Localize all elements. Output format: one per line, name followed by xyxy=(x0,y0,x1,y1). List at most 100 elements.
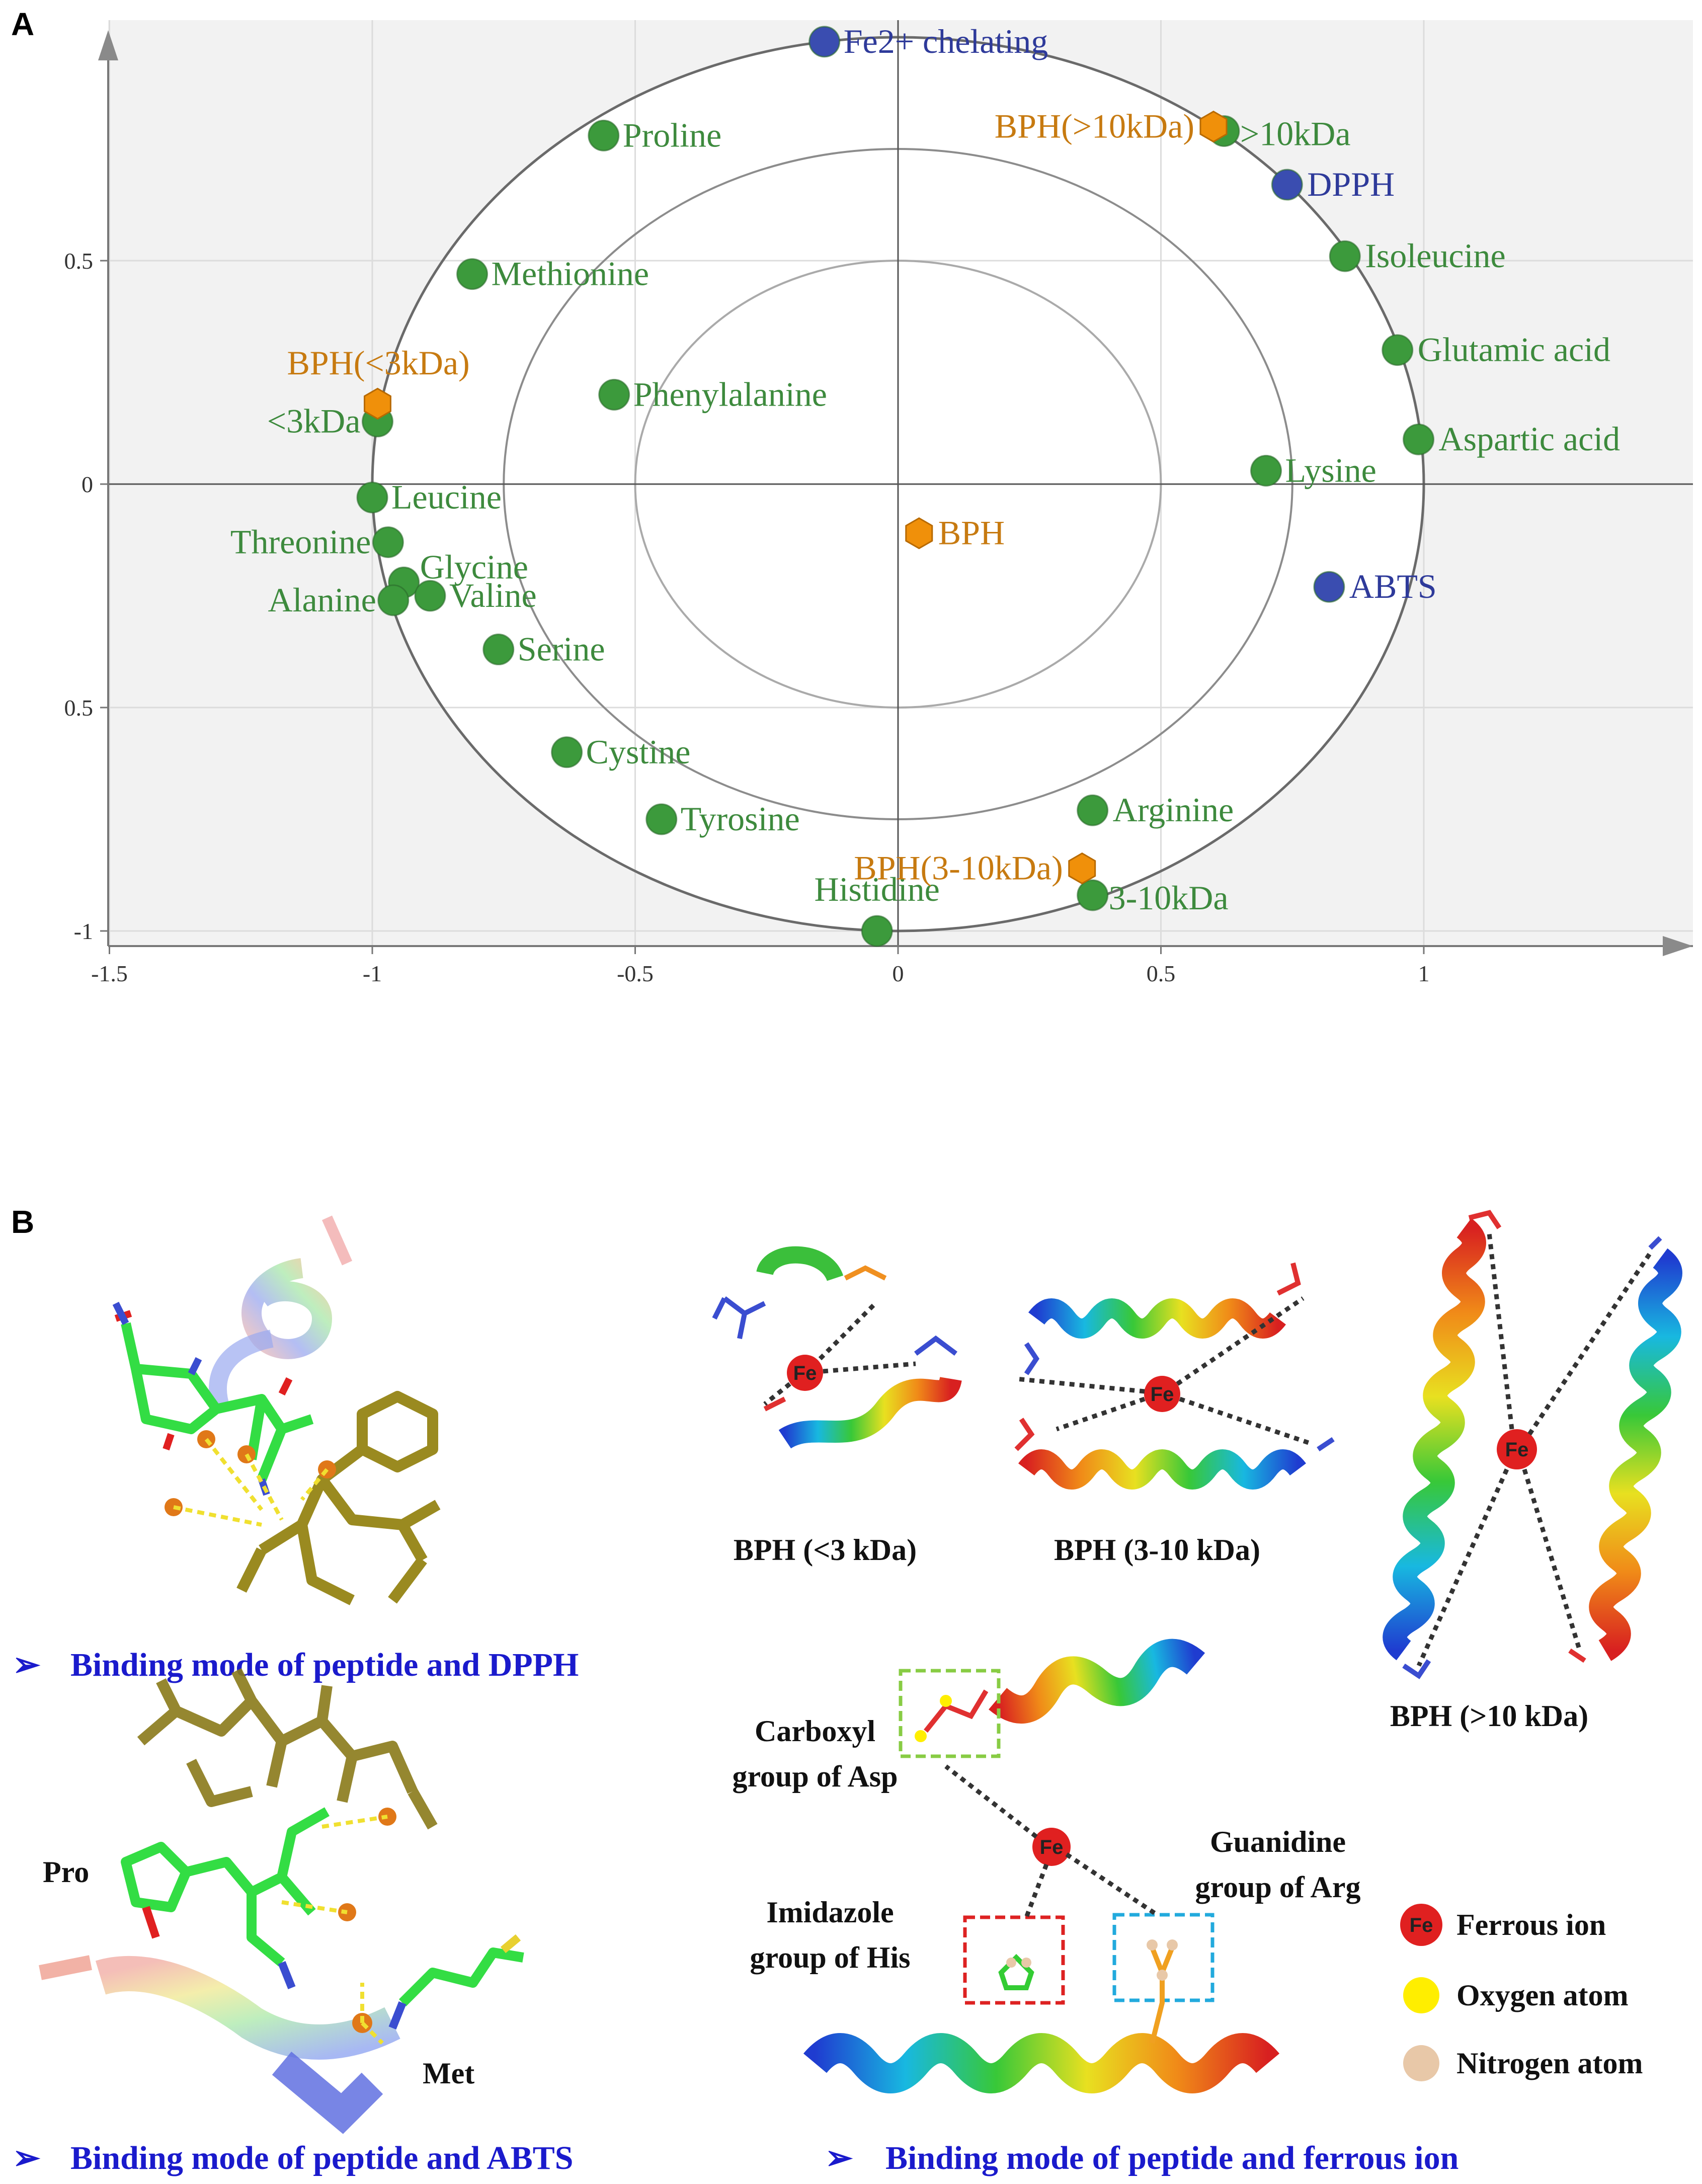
point-marker xyxy=(1077,879,1109,911)
point-label: Glutamic acid xyxy=(1418,331,1610,369)
dpph-binding-structure xyxy=(112,1215,441,1605)
point-marker xyxy=(356,482,388,514)
label-imidazole-2: group of His xyxy=(750,1941,911,1974)
label-met: Met xyxy=(423,2057,474,2090)
point-marker xyxy=(645,803,678,835)
tick-labels: -1.5 -1 -0.5 0 0.5 1 0.5 0 0.5 -1 xyxy=(64,248,1430,986)
y-tick-label: 0 xyxy=(82,472,93,497)
point-label: Fe2+ chelating xyxy=(844,22,1048,60)
point-marker xyxy=(551,736,583,768)
point-label: Tyrosine xyxy=(681,800,800,838)
point-label: Methionine xyxy=(492,255,650,293)
fe-ferrous: Fe xyxy=(1040,1836,1064,1858)
point-label: 3-10kDa xyxy=(1109,879,1229,917)
point-label: Leucine xyxy=(391,478,502,516)
ferrous-binding-structure: Fe xyxy=(803,1639,1280,2093)
label-guanidine-1: Guanidine xyxy=(1210,1825,1346,1858)
label-bph-gt10: BPH (>10 kDa) xyxy=(1390,1699,1588,1733)
abts-binding-structure: Pro Met xyxy=(39,1668,524,2134)
label-imidazole-1: Imidazole xyxy=(766,1896,894,1929)
point-label: DPPH xyxy=(1307,165,1395,203)
y-tick-label: 0.5 xyxy=(64,248,94,274)
y-tick-label: -1 xyxy=(74,918,93,944)
point-marker xyxy=(364,387,391,420)
point-label: Arginine xyxy=(1113,791,1234,829)
plot-background xyxy=(108,20,1693,946)
point-marker xyxy=(905,517,933,550)
label-carboxyl-1: Carboxyl xyxy=(755,1714,875,1748)
point-label: BPH(3-10kDa) xyxy=(854,849,1063,887)
x-tick-label: 0 xyxy=(893,961,904,986)
legend-item-ferrous: Fe Ferrous ion xyxy=(1400,1904,1606,1946)
legend-item-nitrogen: Nitrogen atom xyxy=(1403,2045,1643,2081)
x-tick-label: 1 xyxy=(1418,961,1430,986)
point-label: <3kDa xyxy=(267,402,361,440)
point-label: Cystine xyxy=(586,733,691,771)
point-marker xyxy=(456,258,489,290)
point-label: Proline xyxy=(623,116,721,154)
point-marker xyxy=(1077,794,1109,826)
point-label: Phenylalanine xyxy=(633,375,827,413)
point-label: Isoleucine xyxy=(1365,237,1505,275)
point-marker xyxy=(372,526,404,558)
fe-3-10: Fe xyxy=(1151,1383,1174,1406)
point-marker xyxy=(1271,169,1303,201)
point-label: BPH xyxy=(938,514,1005,552)
point-marker xyxy=(482,634,515,666)
legend-label-nitrogen: Nitrogen atom xyxy=(1456,2047,1643,2080)
point-label: >10kDa xyxy=(1240,114,1351,152)
point-marker xyxy=(1382,334,1414,366)
fe-lt3: Fe xyxy=(793,1362,817,1384)
legend-label-oxygen: Oxygen atom xyxy=(1456,1979,1629,2012)
point-marker xyxy=(808,26,841,58)
label-carboxyl-2: group of Asp xyxy=(732,1760,898,1793)
point-label: BPH(>10kDa) xyxy=(995,107,1194,145)
point-marker xyxy=(1329,240,1361,272)
x-tick-label: -1 xyxy=(363,961,382,986)
point-label: Glycine xyxy=(420,548,528,586)
series-2: BPH(>10kDa) BPH(<3kDa) BPH BPH(3-10kDa) xyxy=(287,107,1228,887)
legend-label-ferrous: Ferrous ion xyxy=(1456,1908,1606,1941)
point-marker xyxy=(1403,423,1435,455)
y-axis-arrow xyxy=(98,30,118,60)
bph-3-10-structure: Fe xyxy=(1014,1262,1335,1490)
point-marker xyxy=(377,584,410,616)
x-tick-label: -1.5 xyxy=(91,961,128,986)
caption-ferrous-arrow: ➢ xyxy=(825,2140,853,2176)
point-label: Alanine xyxy=(268,581,376,619)
point-label: ABTS xyxy=(1349,567,1437,605)
bph-gt10-structure: Fe xyxy=(1383,1210,1682,1679)
legend-fe-symbol: Fe xyxy=(1410,1914,1433,1936)
caption-ferrous: Binding mode of peptide and ferrous ion xyxy=(885,2140,1458,2176)
point-label: BPH(<3kDa) xyxy=(287,344,469,382)
point-label: Lysine xyxy=(1285,451,1376,489)
point-marker xyxy=(1068,852,1096,885)
caption-abts: Binding mode of peptide and ABTS xyxy=(70,2140,573,2176)
x-tick-label: 0.5 xyxy=(1147,961,1176,986)
caption-dpph: Binding mode of peptide and DPPH xyxy=(70,1647,579,1683)
fe-gt10: Fe xyxy=(1505,1439,1529,1461)
point-marker xyxy=(598,378,630,411)
x-axis-arrow xyxy=(1663,936,1693,956)
panel-b-letter: B xyxy=(11,1204,34,1240)
x-tick-label: -0.5 xyxy=(617,961,654,986)
point-marker xyxy=(414,580,446,612)
bph-lt3-structure: Fe xyxy=(712,1246,962,1449)
y-tick-label: 0.5 xyxy=(64,695,94,721)
label-bph-3-10: BPH (3-10 kDa) xyxy=(1054,1533,1260,1567)
point-label: Serine xyxy=(518,630,605,668)
point-marker xyxy=(861,915,893,947)
point-marker xyxy=(588,119,620,151)
caption-abts-arrow: ➢ xyxy=(13,2140,41,2176)
panel-b-binding-modes: B ➢ Binding mode of peptide and DPPH xyxy=(11,1204,1682,2176)
label-bph-lt3: BPH (<3 kDa) xyxy=(734,1533,917,1567)
point-marker xyxy=(1250,454,1282,487)
point-label: Valine xyxy=(449,576,537,614)
point-marker xyxy=(1313,571,1345,603)
point-label: Histidine xyxy=(815,870,940,908)
label-guanidine-2: group of Arg xyxy=(1195,1870,1361,1904)
